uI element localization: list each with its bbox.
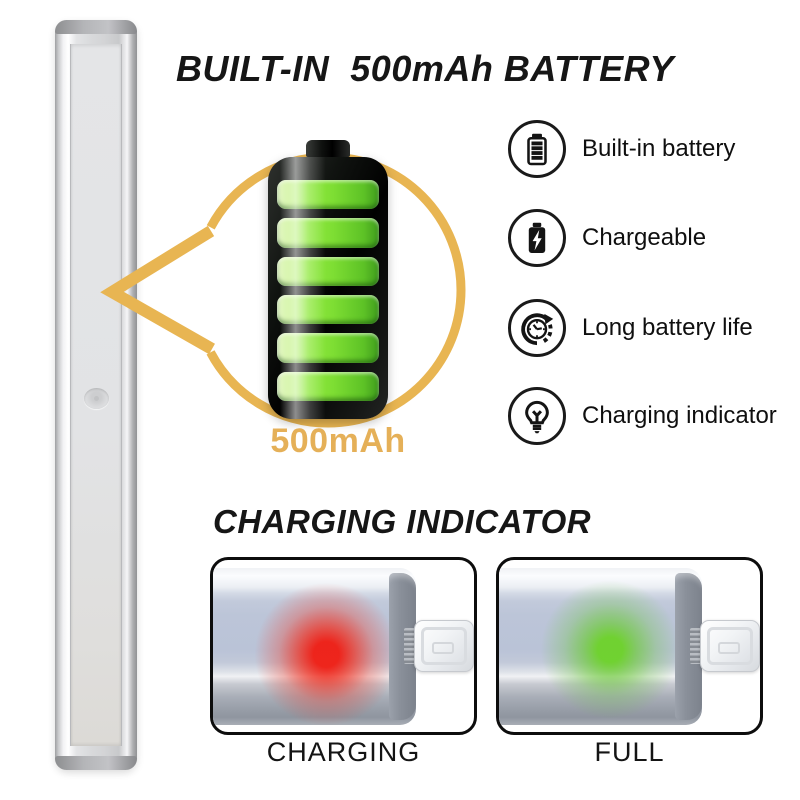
light-bar-bottom-cap <box>55 756 137 770</box>
usb-plug <box>690 620 760 672</box>
green-indicator-glow <box>499 568 702 725</box>
card-label-full: FULL <box>594 737 665 767</box>
light-bulb-icon <box>508 387 566 445</box>
usb-connector-metal <box>404 628 415 664</box>
led-light-bar <box>55 20 137 770</box>
light-bar-top-cap <box>55 20 137 34</box>
battery-terminal <box>306 140 350 157</box>
light-bar-closeup-photo <box>499 568 702 725</box>
feature-row-charging-indicator: Charging indicator <box>508 386 777 446</box>
full-state-card <box>496 557 763 735</box>
red-indicator-glow <box>213 568 416 725</box>
battery-cell <box>277 218 379 248</box>
usb-plug <box>404 620 474 672</box>
battery-illustration <box>268 140 388 419</box>
battery-body <box>268 157 388 419</box>
battery-cell <box>277 371 379 401</box>
feature-label: Long battery life <box>582 314 753 341</box>
feature-row-long-battery-life: Long battery life <box>508 298 753 358</box>
feature-label: Built-in battery <box>582 135 736 162</box>
page-title: BUILT-IN 500mAh BATTERY <box>175 48 675 89</box>
charging-battery-icon <box>508 209 566 267</box>
feature-row-chargeable: Chargeable <box>508 208 706 268</box>
feature-row-built-in-battery: Built-in battery <box>508 119 735 179</box>
capacity-label: 500mAh <box>270 422 406 460</box>
charging-state-card <box>210 557 477 735</box>
feature-label: Chargeable <box>582 224 707 251</box>
usb-plug-body <box>414 620 474 672</box>
battery-cell <box>277 333 379 363</box>
battery-cell <box>277 294 379 325</box>
motion-sensor-dome <box>84 388 109 409</box>
usb-plug-body <box>700 620 760 672</box>
battery-cell <box>277 180 379 210</box>
battery-cell <box>277 256 379 286</box>
clock-refresh-icon <box>508 299 566 357</box>
light-bar-closeup-photo <box>213 568 416 725</box>
battery-charge-cells <box>277 180 379 401</box>
card-label-charging: CHARGING <box>266 737 421 767</box>
usb-connector-metal <box>690 628 701 664</box>
battery-icon <box>508 120 566 178</box>
feature-label: Charging indicator <box>582 402 777 429</box>
section-heading: CHARGING INDICATOR <box>213 503 592 540</box>
